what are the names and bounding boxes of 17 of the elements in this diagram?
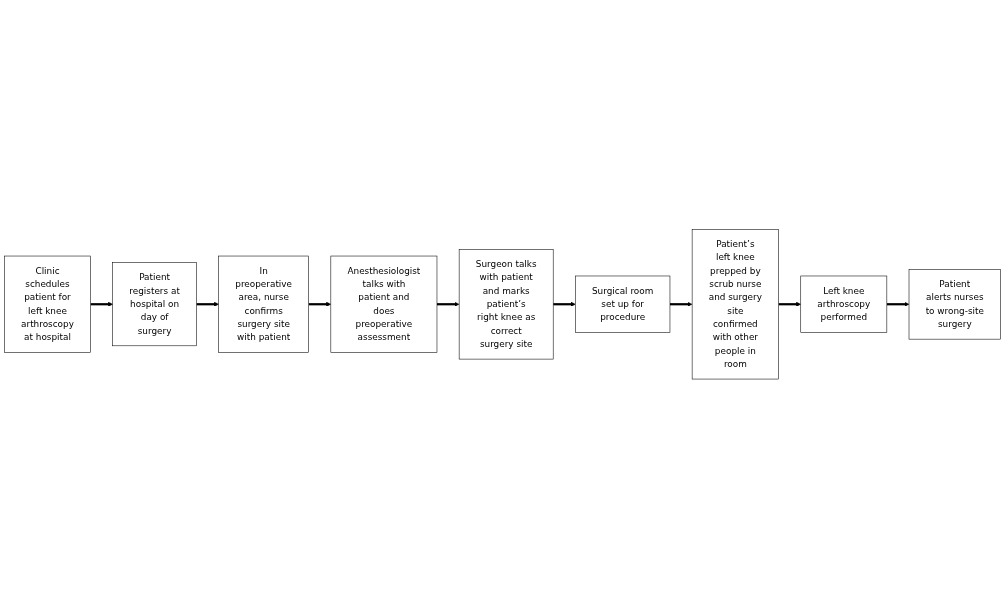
arrow — [436, 301, 460, 307]
node-box: In preoperative area, nurse confirms surgery site with patient — [218, 255, 309, 353]
arrow — [308, 301, 332, 307]
node-box: Clinic schedules patient for left knee arthroscopy at hospital — [4, 255, 91, 353]
node-box: Anesthesiologist talks with patient and does preoperative assessment — [330, 255, 438, 353]
node-box: Patient alerts nurses to wrong-site surgery — [908, 268, 1001, 340]
arrow — [886, 301, 910, 307]
node-box: Patient’s left knee prepped by scrub nurse and surgery site confirmed with other people in room — [691, 228, 779, 380]
arrow — [90, 301, 113, 307]
arrow — [553, 301, 576, 307]
arrow — [196, 301, 219, 307]
arrow — [778, 301, 801, 307]
node-box: Patient registers at hospital on day of surgery — [112, 262, 197, 346]
node-box: Surgical room set up for procedure — [575, 275, 671, 333]
node-box: Left knee arthroscopy performed — [800, 275, 888, 333]
node-box: Surgeon talks with patient and marks patient’s right knee as correct surgery site — [458, 248, 554, 360]
arrow — [669, 301, 693, 307]
